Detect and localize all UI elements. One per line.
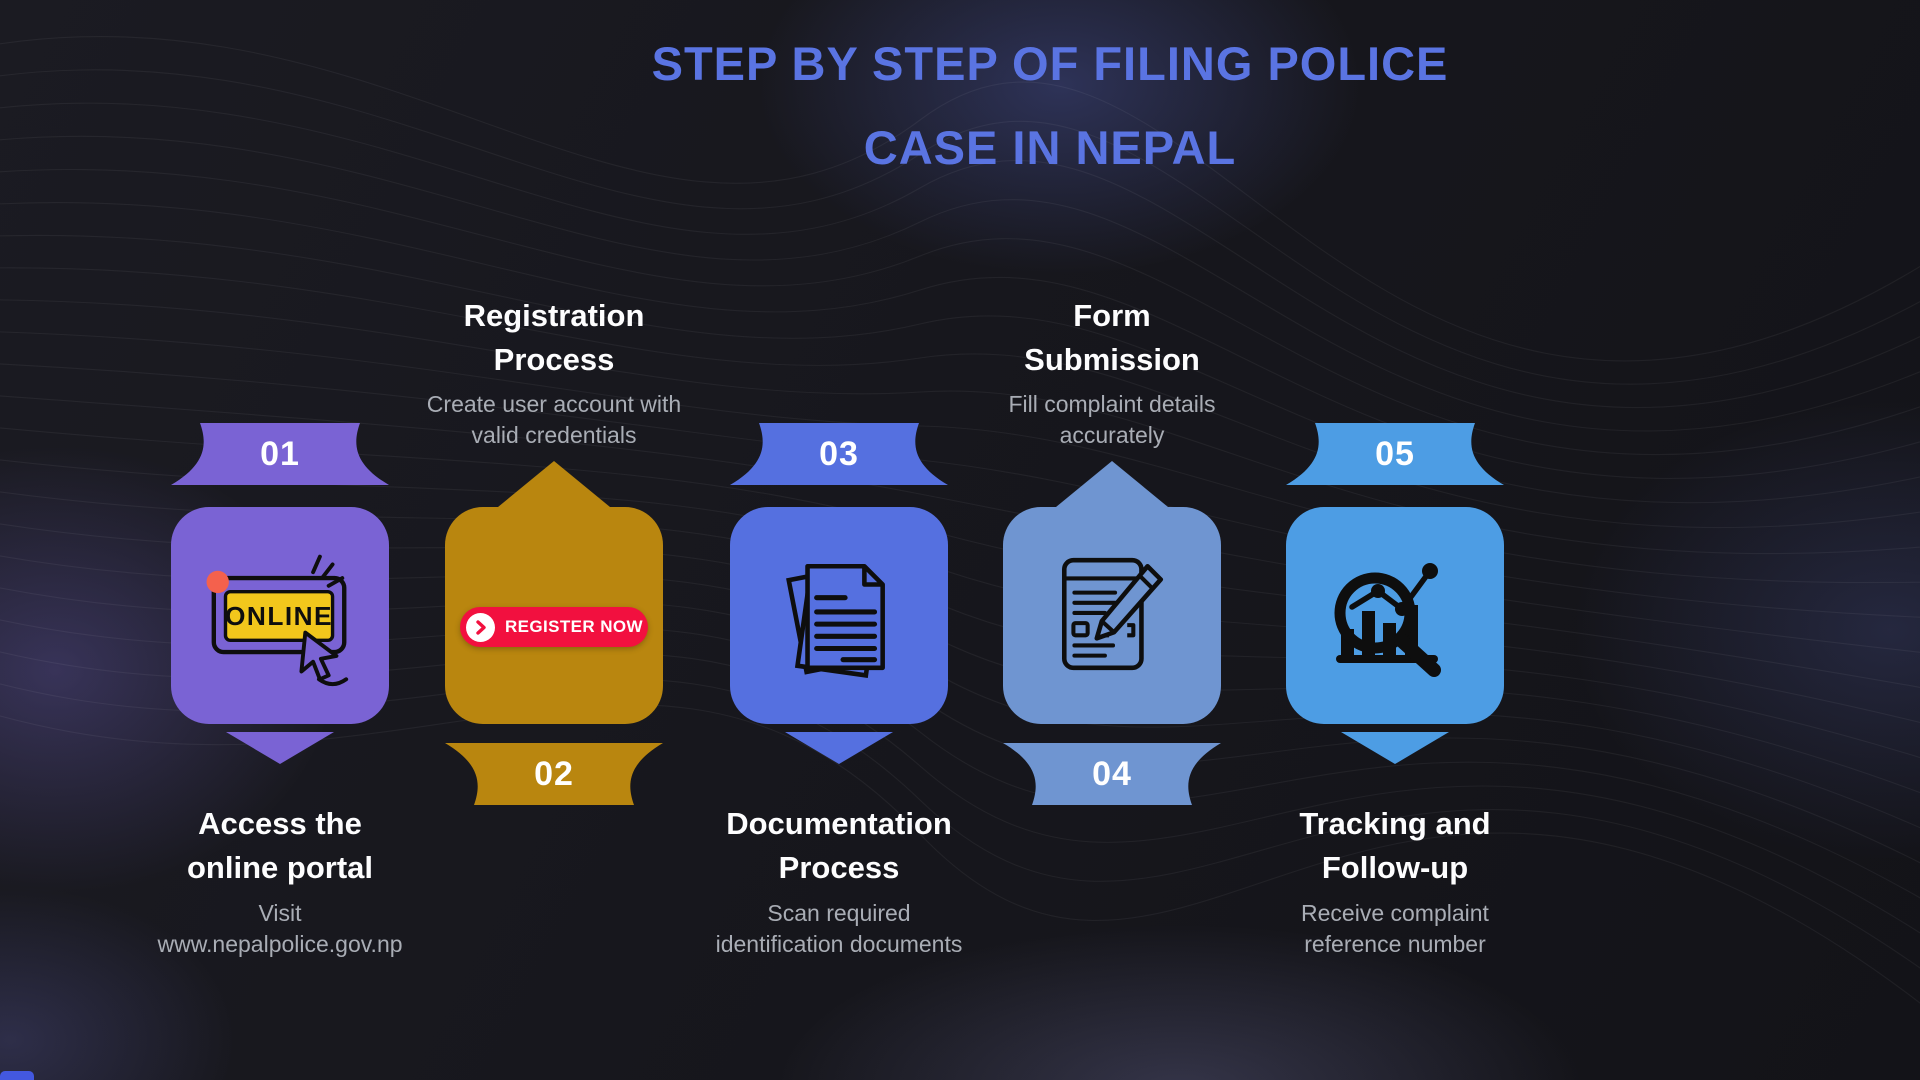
- step-column-3: 03: [716, 0, 962, 1080]
- step-desc-line2: identification documents: [715, 931, 963, 957]
- step-number-badge: 04: [1003, 743, 1221, 805]
- arrow-down-icon: [1341, 732, 1449, 764]
- step-title-line1: Tracking and: [1299, 806, 1491, 841]
- step-description: Receive complaint reference number: [1230, 898, 1560, 960]
- step-desc-line1: Scan required: [767, 900, 911, 926]
- step-title: Access the online portal: [115, 802, 445, 890]
- step-desc-line2: accurately: [1059, 422, 1165, 448]
- step-desc-line2: valid credentials: [471, 422, 637, 448]
- step-number-badge: 01: [171, 423, 389, 485]
- step-desc-line1: Create user account with: [426, 391, 682, 417]
- step-title-line1: Registration: [463, 298, 645, 333]
- step-number-badge: 05: [1286, 423, 1504, 485]
- step-column-4: Form Submission Fill complaint details a…: [1003, 0, 1221, 1080]
- search-analytics-icon: [1334, 562, 1441, 677]
- online-button-icon: ONLINE: [206, 554, 349, 686]
- online-label: ONLINE: [225, 600, 333, 630]
- step-title-line2: online portal: [187, 850, 373, 885]
- register-now-button[interactable]: REGISTER NOW: [460, 607, 648, 647]
- step-column-1: 01 ONLINE Access the online portal Visit…: [157, 0, 403, 1080]
- step-number-badge: 03: [730, 423, 948, 485]
- documents-icon: [786, 563, 885, 678]
- step-title: Registration Process: [389, 294, 719, 382]
- arrow-down-icon: [785, 732, 893, 764]
- step-title-line2: Submission: [1024, 342, 1200, 377]
- step-card-registration: REGISTER NOW: [445, 507, 663, 724]
- chevron-right-icon: [466, 612, 495, 642]
- step-title-line1: Access the: [198, 806, 362, 841]
- step-number-badge: 02: [445, 743, 663, 805]
- step-number: 02: [534, 754, 574, 793]
- step-number: 01: [260, 434, 300, 473]
- step-title: Tracking and Follow-up: [1230, 802, 1560, 890]
- step-desc-line1: Fill complaint details: [1008, 391, 1216, 417]
- step-desc-line1: Receive complaint: [1301, 900, 1489, 926]
- form-pencil-icon: [1061, 557, 1164, 670]
- step-desc-line1: Visit: [258, 900, 302, 926]
- step-column-5: 05 Tracking and Follow: [1286, 0, 1504, 1080]
- step-card-tracking: [1286, 507, 1504, 724]
- arrow-up-icon: [498, 461, 610, 507]
- step-title-line2: Follow-up: [1321, 850, 1469, 885]
- page-title: STEP BY STEP OF FILING POLICE CASE IN NE…: [500, 22, 1600, 190]
- step-description: Scan required identification documents: [674, 898, 1004, 960]
- register-now-label: REGISTER NOW: [505, 617, 643, 636]
- step-title: Form Submission: [947, 294, 1277, 382]
- step-title-line2: Process: [493, 342, 615, 377]
- corner-accent-chip: [0, 1071, 34, 1080]
- step-title-line2: Process: [778, 850, 900, 885]
- step-column-2: Registration Process Create user account…: [427, 0, 681, 1080]
- step-description: Create user account with valid credentia…: [389, 389, 719, 451]
- step-description: Fill complaint details accurately: [947, 389, 1277, 451]
- step-card-online-portal: ONLINE: [171, 507, 389, 724]
- step-card-documentation: [730, 507, 948, 724]
- step-title-line1: Form: [1073, 298, 1151, 333]
- page-title-line2: CASE IN NEPAL: [863, 121, 1237, 174]
- step-card-form-submission: [1003, 507, 1221, 724]
- arrow-up-icon: [1056, 461, 1168, 507]
- step-number: 03: [819, 434, 859, 473]
- page-title-line1: STEP BY STEP OF FILING POLICE: [651, 37, 1449, 90]
- step-description: Visit www.nepalpolice.gov.np: [115, 898, 445, 960]
- arrow-down-icon: [226, 732, 334, 764]
- step-title: Documentation Process: [674, 802, 1004, 890]
- step-number: 05: [1375, 434, 1415, 473]
- step-number: 04: [1092, 754, 1132, 793]
- step-desc-line2: reference number: [1304, 931, 1486, 957]
- step-title-line1: Documentation: [726, 806, 952, 841]
- portal-url[interactable]: www.nepalpolice.gov.np: [157, 931, 403, 957]
